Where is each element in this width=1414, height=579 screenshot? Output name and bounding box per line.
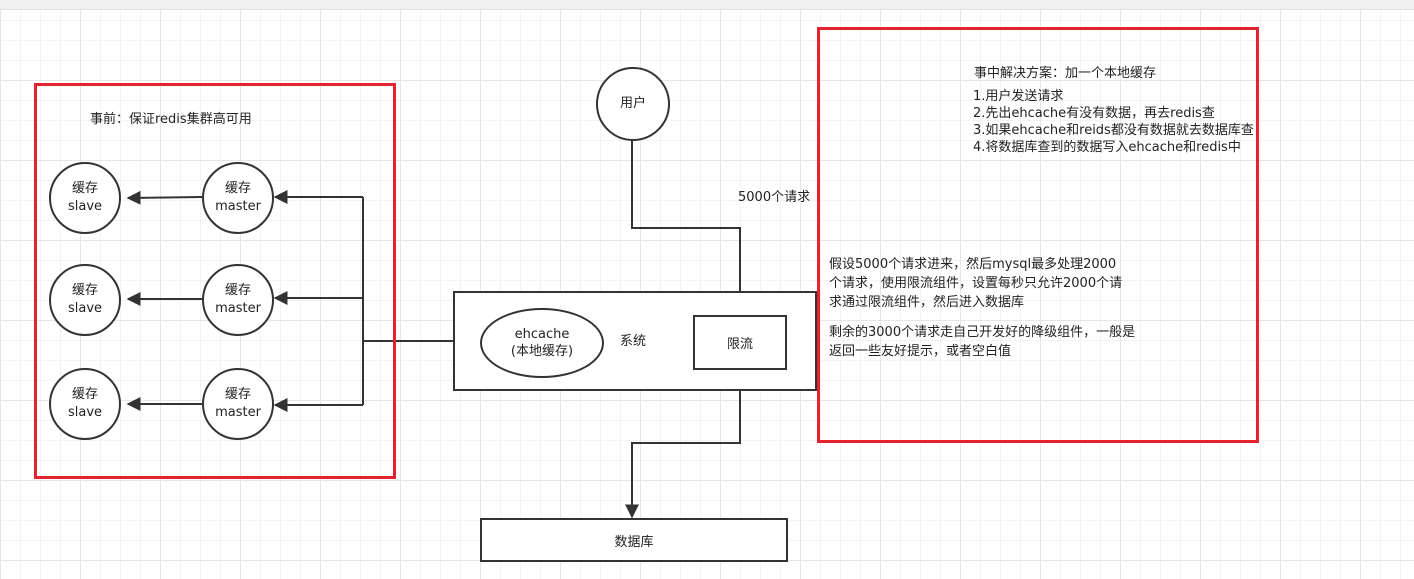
cache-slave-2[interactable]: 缓存 slave [49, 264, 121, 336]
pre-incident-box [34, 83, 396, 479]
cache-master-1-role: master [215, 199, 261, 214]
cache-slave-1[interactable]: 缓存 slave [49, 162, 121, 234]
cache-master-2-role: master [215, 301, 261, 316]
rate-limiter-node[interactable]: 限流 [693, 315, 787, 370]
solution-step-3: 3.如果ehcache和reids都没有数据就去数据库查 [973, 123, 1254, 138]
during-incident-box [817, 27, 1259, 443]
during-incident-title: 事中解决方案：加一个本地缓存 [974, 66, 1157, 81]
cache-slave-1-role: slave [67, 199, 103, 214]
degrade-explanation: 剩余的3000个请求走自己开发好的降级组件，一般是返回一些友好提示，或者空白值 [829, 325, 1136, 359]
limiter-to-database-arrow [625, 370, 741, 519]
database-node[interactable]: 数据库 [480, 518, 788, 562]
pre-incident-title: 事前：保证redis集群高可用 [90, 112, 252, 127]
cache-slave-3-role: slave [67, 405, 103, 420]
cache-master-2[interactable]: 缓存 master [202, 264, 274, 336]
cache-slave-3[interactable]: 缓存 slave [49, 368, 121, 440]
system-label: 系统 [620, 334, 647, 349]
cache-master-3[interactable]: 缓存 master [202, 368, 274, 440]
rate-limit-explanation: 假设5000个请求进来，然后mysql最多处理2000个请求，使用限流组件，设置… [829, 257, 1123, 310]
canvas-top-bar [0, 0, 1414, 10]
rate-limiter-label: 限流 [726, 337, 753, 352]
ehcache-node[interactable]: ehcache (本地缓存) [480, 308, 604, 378]
replication-arrow-1 [126, 190, 203, 205]
cache-slave-2-role: slave [67, 301, 103, 316]
cache-slave-1-label: 缓存 [71, 181, 98, 196]
cache-master-2-label: 缓存 [224, 283, 251, 298]
cache-master-1-label: 缓存 [224, 181, 251, 196]
database-label: 数据库 [614, 534, 654, 550]
user-label: 用户 [619, 96, 646, 111]
cache-master-3-label: 缓存 [224, 387, 251, 402]
solution-step-1: 1.用户发送请求 [973, 89, 1064, 104]
cache-slave-2-label: 缓存 [71, 283, 98, 298]
cache-master-3-role: master [215, 405, 261, 420]
user-to-limiter-arrow [631, 140, 747, 315]
solution-step-2: 2.先出ehcache有没有数据，再去redis查 [973, 106, 1215, 121]
solution-step-4: 4.将数据库查到的数据写入ehcache和redis中 [973, 140, 1241, 155]
cache-slave-3-label: 缓存 [71, 387, 98, 402]
request-count-label: 5000个请求 [738, 190, 811, 205]
cache-master-1[interactable]: 缓存 master [202, 162, 274, 234]
ehcache-label: ehcache [514, 327, 570, 342]
ehcache-sub-label: (本地缓存) [510, 344, 574, 359]
user-node[interactable]: 用户 [596, 67, 670, 141]
